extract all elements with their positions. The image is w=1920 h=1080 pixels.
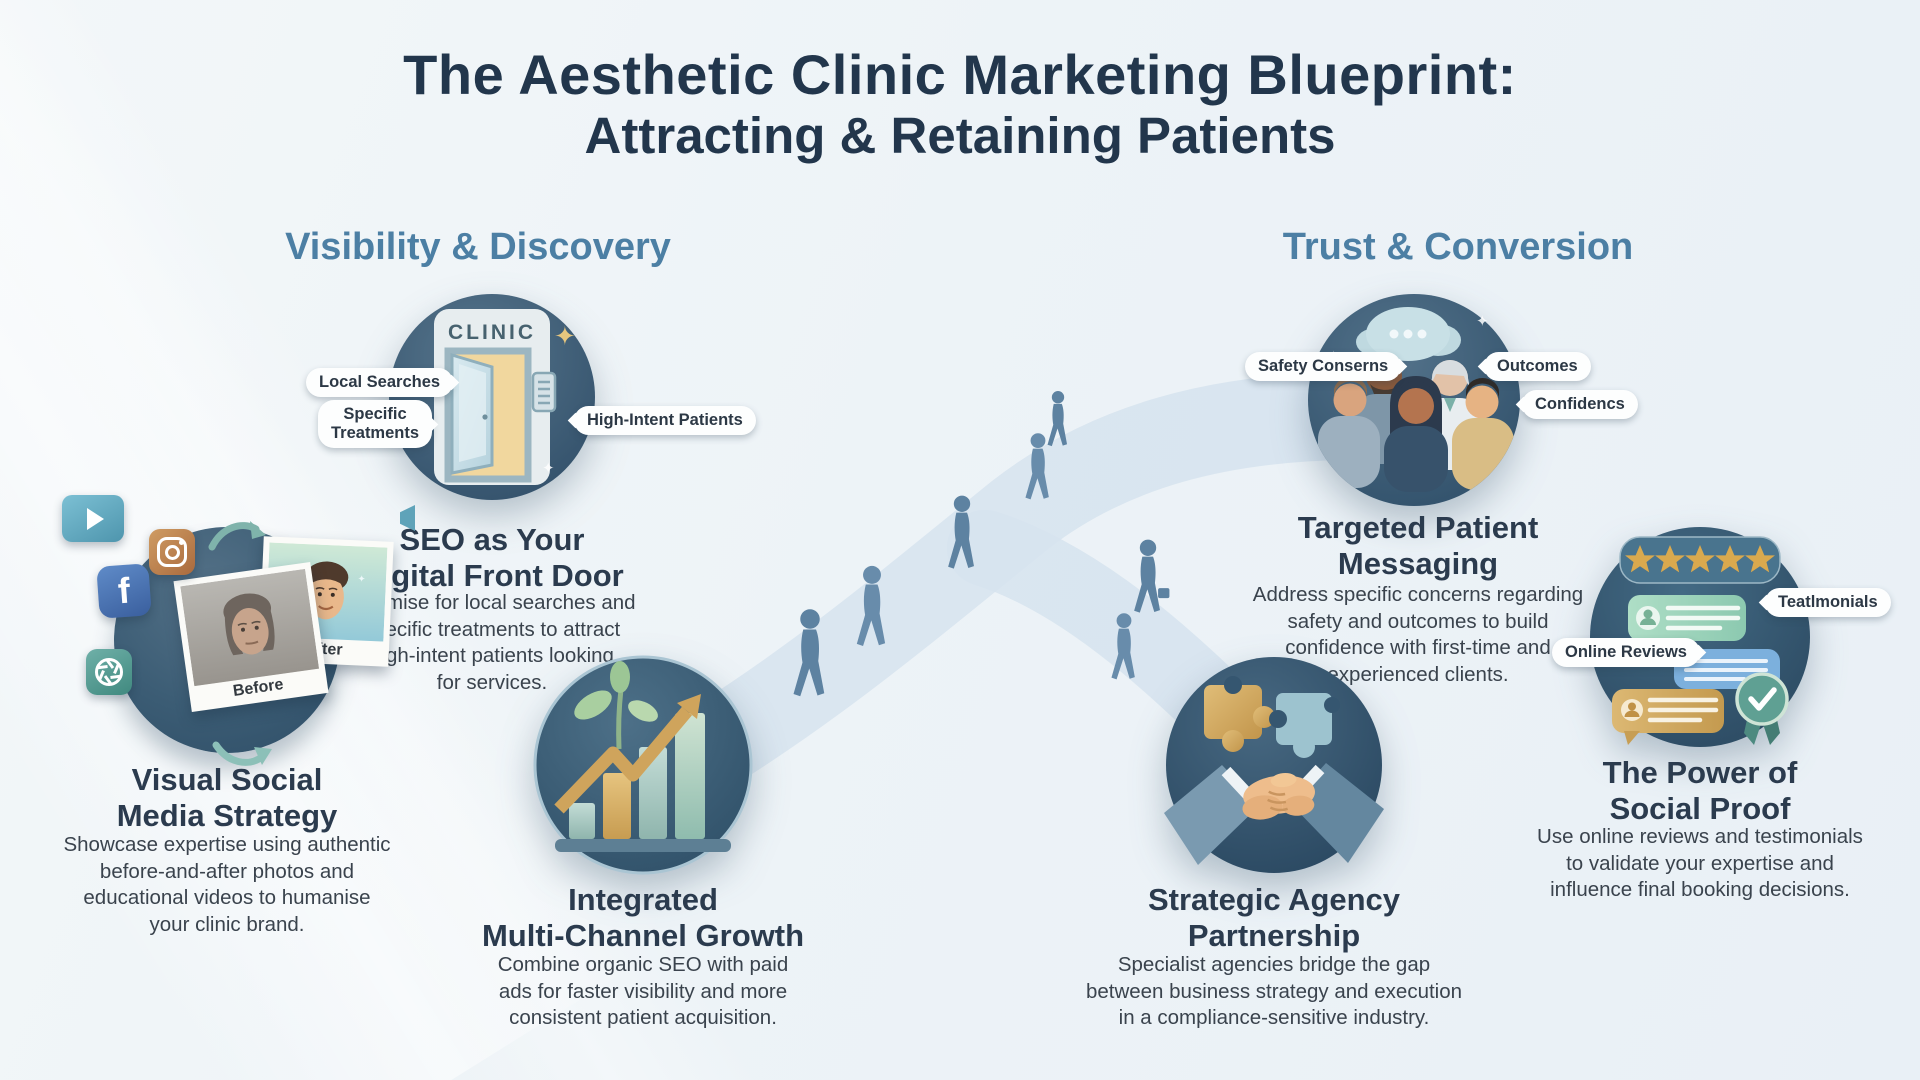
- leaf: [574, 690, 612, 720]
- sparkle-icon: ✦: [554, 321, 576, 351]
- leaf: [628, 700, 658, 722]
- section-heading-trust: Trust & Conversion: [1282, 226, 1634, 268]
- patient-group-icon: ✦ ✦: [1308, 294, 1520, 506]
- proof-heading: The Power of Social Proof: [1602, 755, 1798, 826]
- sparkle-icon: ✦: [1476, 313, 1489, 330]
- thought-bubble-icon: [1354, 307, 1461, 378]
- verified-badge-icon: [1735, 672, 1789, 745]
- puzzle-pieces-icon: [1204, 676, 1340, 758]
- partnership-heading: Strategic Agency Partnership: [1147, 882, 1401, 953]
- label-specific-treatments: Specific Treatments: [318, 400, 433, 448]
- instagram-icon: [149, 529, 195, 575]
- video-play-icon: [62, 495, 415, 542]
- reviews-social-proof-icon: [1590, 527, 1810, 747]
- curved-arrow-icon: [212, 741, 272, 766]
- label-confidence: Confidencs: [1522, 390, 1638, 419]
- walking-people-silhouettes: [793, 391, 1170, 697]
- handshake-puzzle-icon: [1164, 657, 1384, 873]
- social-media-collage: ✦ ✦ After Before: [62, 495, 415, 807]
- title-line-2: Attracting & Retaining Patients: [584, 106, 1336, 164]
- growth-description: Combine organic SEO with paid ads for fa…: [497, 953, 789, 1030]
- label-safety-concerns: Safety Conserns: [1245, 352, 1402, 381]
- label-online-reviews: Online Reviews: [1552, 638, 1700, 667]
- camera-aperture-icon: [86, 649, 132, 695]
- person-woman-front: [1384, 376, 1448, 492]
- before-photo: Before: [173, 562, 329, 712]
- label-high-intent-patients: High-Intent Patients: [574, 406, 756, 435]
- label-outcomes: Outcomes: [1484, 352, 1591, 381]
- clinic-door-icon: CLINIC ✦ ✦ ✦: [389, 294, 595, 500]
- facebook-letter: f: [116, 569, 132, 612]
- social-heading: Visual Social Media Strategy: [116, 762, 338, 833]
- sparkle-icon: ✦: [542, 460, 555, 477]
- title-line-1: The Aesthetic Clinic Marketing Blueprint…: [403, 43, 1517, 106]
- review-card-green: [1628, 595, 1746, 653]
- partnership-description: Specialist agencies bridge the gap betwe…: [1085, 953, 1463, 1030]
- leaf: [610, 661, 630, 693]
- handshake: [1164, 763, 1384, 865]
- proof-description: Use online reviews and testimonials to v…: [1537, 825, 1863, 902]
- door-side-panel: [531, 371, 557, 413]
- clinic-sign-text: CLINIC: [448, 321, 536, 344]
- social-description: Showcase expertise using authentic befor…: [63, 833, 391, 936]
- label-testimonials: Teatlmonials: [1765, 588, 1891, 617]
- messaging-heading: Targeted Patient Messaging: [1297, 510, 1539, 581]
- review-card-gold: [1612, 689, 1724, 745]
- facebook-icon: f: [96, 563, 152, 619]
- curved-arrow-icon: [208, 521, 266, 551]
- growth-chart-icon: [533, 655, 753, 875]
- page-title: The Aesthetic Clinic Marketing Blueprint…: [0, 43, 1920, 164]
- section-heading-visibility: Visibility & Discovery: [285, 226, 671, 268]
- label-local-searches: Local Searches: [306, 368, 454, 397]
- growth-heading: Integrated Multi-Channel Growth: [481, 882, 805, 953]
- messaging-description: Address specific concerns regarding safe…: [1252, 583, 1584, 686]
- svg-text:✦: ✦: [357, 573, 365, 584]
